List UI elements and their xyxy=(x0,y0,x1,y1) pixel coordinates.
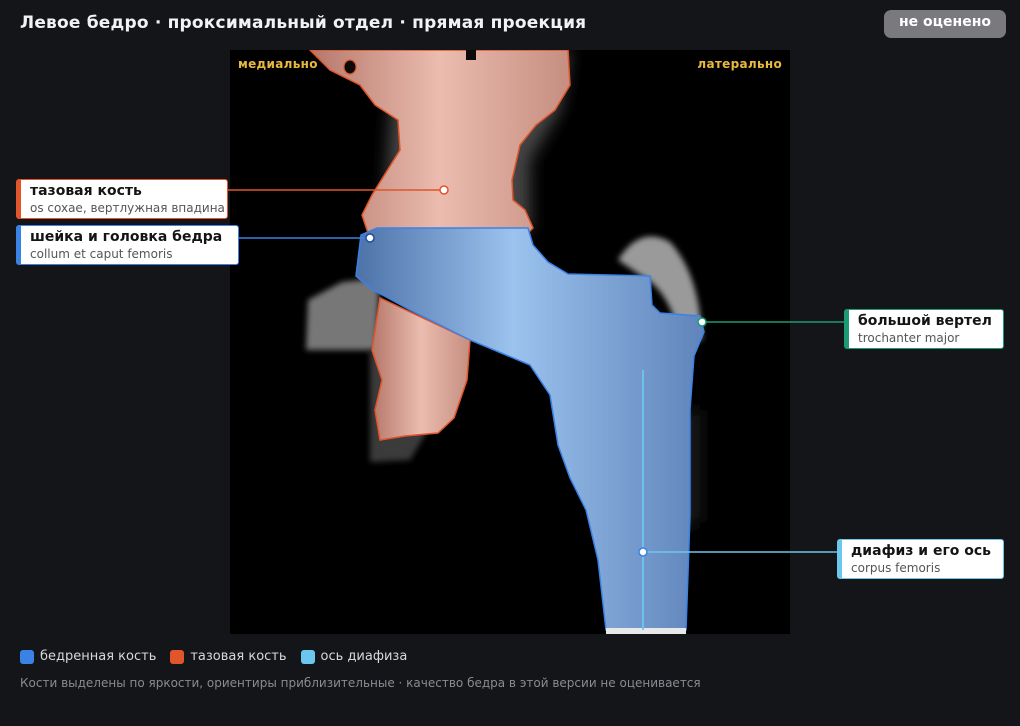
legend-item-femur: бедренная кость xyxy=(20,649,156,664)
label-neck-head[interactable]: шейка и головка бедра collum et caput fe… xyxy=(16,225,239,265)
label-neck-head-latin: collum et caput femoris xyxy=(30,247,173,261)
trochanter-landmark-dot xyxy=(697,317,707,327)
label-trochanter-latin: trochanter major xyxy=(858,331,960,345)
legend-swatch-axis xyxy=(300,649,315,664)
pelvis-segment xyxy=(308,50,571,441)
label-trochanter[interactable]: большой вертел trochanter major xyxy=(844,309,1004,349)
label-pelvis[interactable]: тазовая кость os coxae, вертлужная впади… xyxy=(16,179,228,219)
label-pelvis-latin: os coxae, вертлужная впадина xyxy=(30,201,225,215)
label-shaft-title: диафиз и его ось xyxy=(851,543,992,559)
legend-label-femur: бедренная кость xyxy=(40,649,157,664)
legend-item-axis: ось диафиза xyxy=(300,649,408,664)
legend-swatch-pelvis xyxy=(170,649,185,664)
legend-label-pelvis: тазовая кость xyxy=(190,649,287,664)
legend: бедренная кость тазовая кость ось диафиз… xyxy=(20,649,421,664)
footer-note: Кости выделены по яркости, ориентиры при… xyxy=(20,676,701,690)
label-trochanter-title: большой вертел xyxy=(858,313,992,329)
shaft-landmark-dot xyxy=(638,547,648,557)
femur-segment xyxy=(355,227,705,634)
status-badge[interactable]: не оценено xyxy=(884,10,1006,38)
label-pelvis-title: тазовая кость xyxy=(30,183,142,199)
pelvis-landmark-dot xyxy=(439,185,449,195)
legend-item-pelvis: тазовая кость xyxy=(170,649,287,664)
legend-label-axis: ось диафиза xyxy=(320,649,408,664)
orientation-medial: медиально xyxy=(238,57,318,71)
xray-viewer[interactable]: медиально латерально xyxy=(230,50,790,634)
label-shaft[interactable]: диафиз и его ось corpus femoris xyxy=(837,539,1004,579)
xray-image xyxy=(306,50,705,634)
label-neck-head-title: шейка и головка бедра xyxy=(30,229,223,245)
page-title: Левое бедро · проксимальный отдел · прям… xyxy=(20,13,587,33)
label-shaft-latin: corpus femoris xyxy=(851,561,941,575)
orientation-lateral: латерально xyxy=(697,57,782,71)
neck-landmark-dot xyxy=(365,233,375,243)
legend-swatch-femur xyxy=(20,649,34,664)
